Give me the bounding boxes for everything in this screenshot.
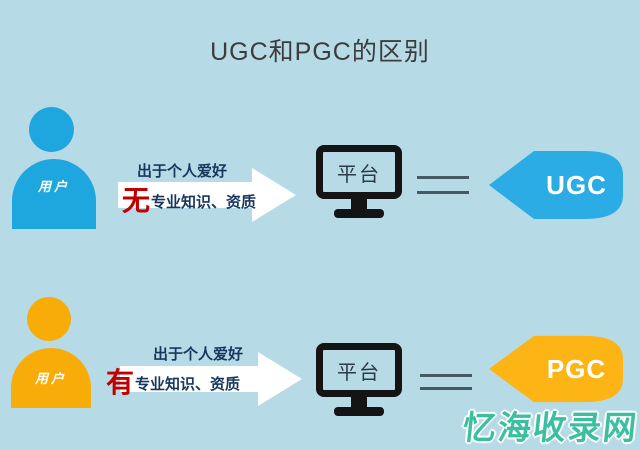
user-icon-head bbox=[27, 297, 71, 341]
qualification-label: 专业知识、资质 bbox=[135, 376, 241, 393]
monitor-icon-neck bbox=[351, 397, 367, 408]
user-icon-head bbox=[29, 107, 74, 152]
arrow-icon-body bbox=[118, 182, 252, 208]
monitor-icon: 平台 bbox=[316, 145, 402, 199]
watermark: 忆海收录网 bbox=[461, 409, 640, 446]
emphasis-char: 有 bbox=[106, 367, 135, 398]
emphasis-char: 无 bbox=[122, 185, 151, 216]
qualification-text: 有专业知识、资质 bbox=[106, 369, 240, 397]
monitor-icon: 平台 bbox=[316, 343, 402, 397]
equals-icon-bottom-bar bbox=[417, 191, 469, 194]
arrow-icon-body bbox=[120, 366, 258, 392]
tag-label: UGC bbox=[546, 169, 607, 200]
user-label: 用户 bbox=[34, 371, 67, 386]
pgc-tag-shape: PGC bbox=[489, 333, 626, 405]
platform-label: 平台 bbox=[337, 163, 381, 186]
equals-icon-top-bar bbox=[417, 176, 469, 179]
qualification-label: 专业知识、资质 bbox=[151, 194, 257, 211]
platform-label: 平台 bbox=[337, 361, 381, 384]
monitor-icon-base bbox=[334, 407, 384, 416]
tag-label: PGC bbox=[546, 353, 607, 384]
arrow-icon-head bbox=[252, 168, 296, 222]
tag-pointer-icon bbox=[489, 151, 623, 219]
page-title: UGC和PGC的区别 bbox=[210, 38, 430, 66]
user-icon-body bbox=[12, 159, 96, 229]
arrow-icon-head bbox=[258, 352, 302, 406]
user-label: 用户 bbox=[37, 179, 70, 194]
equals-icon-top-bar bbox=[420, 374, 472, 377]
ugc-tag-shape: UGC bbox=[489, 148, 626, 222]
user-icon-body bbox=[11, 348, 91, 408]
qualification-text: 无专业知识、资质 bbox=[122, 187, 256, 215]
monitor-icon-base bbox=[334, 209, 384, 218]
motivation-text: 出于个人爱好 bbox=[137, 163, 228, 180]
monitor-icon-neck bbox=[351, 199, 367, 210]
tag-pointer-icon bbox=[489, 335, 623, 403]
equals-icon-bottom-bar bbox=[420, 387, 472, 390]
motivation-text: 出于个人爱好 bbox=[153, 346, 244, 363]
